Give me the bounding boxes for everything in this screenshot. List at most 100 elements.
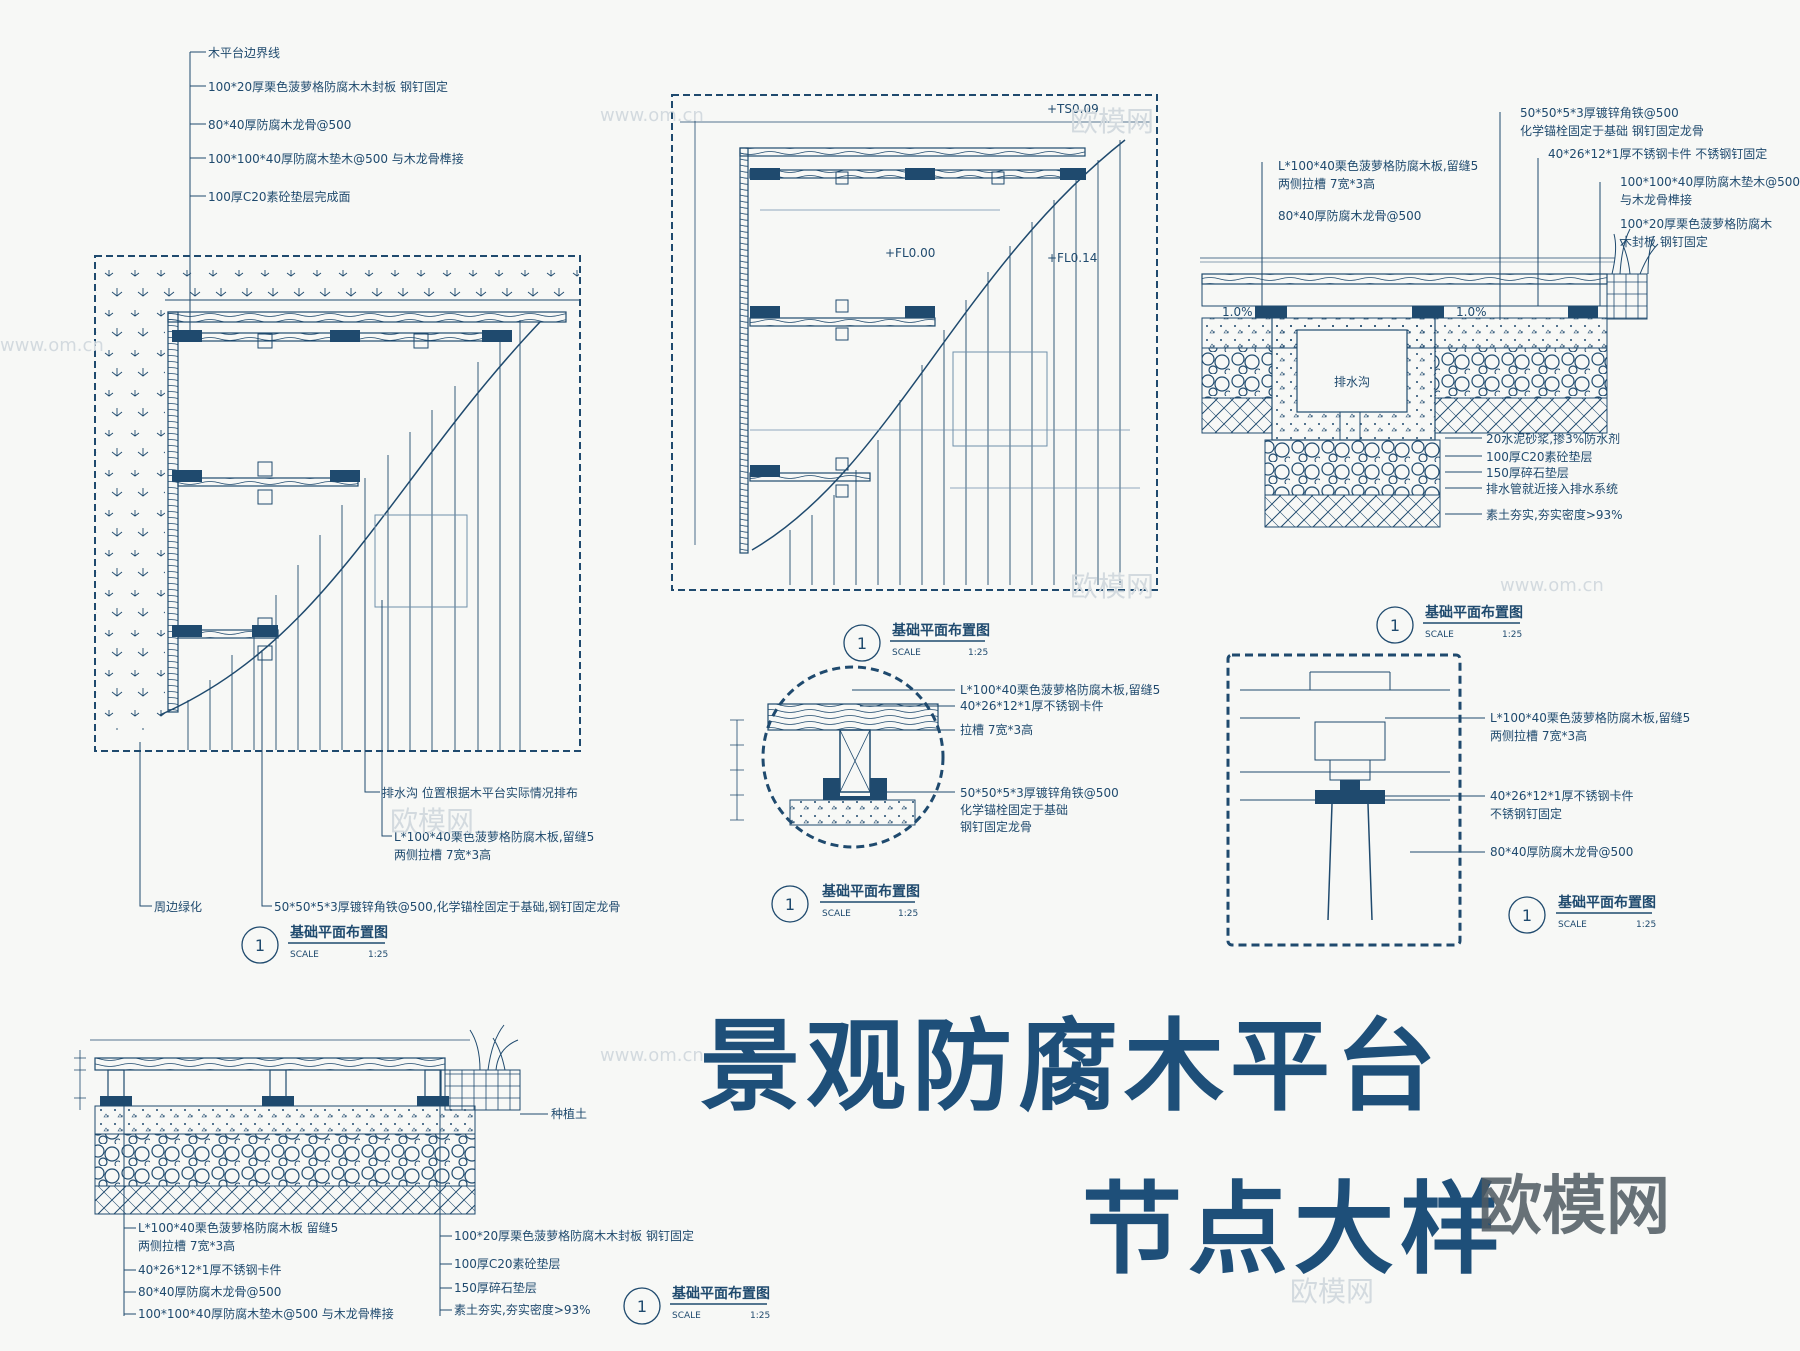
section-bottom-left-0: L*100*40栗色菠萝格防腐木板 留缝5 <box>138 1220 338 1235</box>
sheet-title-line1: 景观防腐木平台 <box>700 1008 1442 1125</box>
detail-circle-callout-2: 拉槽 7宽*3高 <box>960 722 1033 737</box>
section-right-callout-0: 50*50*5*3厚镀锌角铁@500 <box>1520 106 1679 120</box>
section-right-callout-7: 与木龙骨榫接 <box>1620 192 1692 207</box>
plan2-elevation-fl014: +FL0.14 <box>1047 251 1097 265</box>
detail-box-callout-1: 两侧拉槽 7宽*3高 <box>1490 728 1587 743</box>
section-right-callout-2: L*100*40栗色菠萝格防腐木板,留缝5 <box>1278 158 1478 173</box>
sheet-title-line2: 节点大样 <box>1082 1171 1506 1288</box>
detail-circle-caption-number: 1 <box>785 895 795 914</box>
section-bottom-left-1: 两侧拉槽 7宽*3高 <box>138 1238 235 1253</box>
detail-box-callout-3: 不锈钢钉固定 <box>1490 806 1562 821</box>
plan1-bottom-callout-1: L*100*40栗色菠萝格防腐木板,留缝5 <box>394 829 594 844</box>
section-bottom-caption-scale: 1:25 <box>750 1311 770 1321</box>
section-right-caption-scale: 1:25 <box>1502 630 1522 640</box>
section-bottom-right-1: 100厚C20素砼垫层 <box>454 1256 561 1271</box>
section-right-bottom-3: 排水管就近接入排水系统 <box>1486 481 1618 496</box>
detail-box-caption-name: 基础平面布置图 <box>1558 894 1656 911</box>
plan1-caption-scale-label: SCALE <box>290 950 319 960</box>
detail-box-caption-number: 1 <box>1522 906 1532 925</box>
section-bottom-caption-number: 1 <box>637 1297 647 1316</box>
detail-box-caption-scale-label: SCALE <box>1558 920 1587 930</box>
plan1-callouts: 木平台边界线 100*20厚栗色菠萝格防腐木木封板 钢钉固定 80*40厚防腐木… <box>154 45 620 914</box>
section-right-callout-8: 100*20厚栗色菠萝格防腐木 <box>1620 216 1772 231</box>
plan1-bottom-callout-2: 两侧拉槽 7宽*3高 <box>394 847 491 862</box>
section-right-drain-label: 排水沟 <box>1334 375 1370 389</box>
detail-circle-callouts: L*100*40栗色菠萝格防腐木板,留缝5 40*26*12*1厚不锈钢卡件 拉… <box>960 682 1160 834</box>
plan1-deck-boards <box>187 320 521 750</box>
plan1-joists <box>177 332 509 639</box>
section-right-bottom-2: 150厚碎石垫层 <box>1486 465 1569 480</box>
section-bottom-soil-label: 种植土 <box>551 1106 587 1121</box>
detail-circle-caption: 1 基础平面布置图 SCALE 1:25 <box>771 883 920 923</box>
section-right-slope-right: 1.0% <box>1456 305 1487 319</box>
detail-circle: L*100*40栗色菠萝格防腐木板,留缝5 40*26*12*1厚不锈钢卡件 拉… <box>730 665 1160 923</box>
detail-box-caption-scale: 1:25 <box>1636 920 1656 930</box>
detail-box-callout-4: 80*40厚防腐木龙骨@500 <box>1490 844 1633 859</box>
section-right-caption-name: 基础平面布置图 <box>1425 604 1523 621</box>
section-right-callout-1: 化学锚栓固定于基础 钢钉固定龙骨 <box>1520 123 1704 138</box>
plan-2: +TS0.09 +FL0.00 +FL0.14 1 基础平面布置图 SCALE … <box>671 94 1158 662</box>
detail-box-callout-0: L*100*40栗色菠萝格防腐木板,留缝5 <box>1490 710 1690 725</box>
plan1-callout-1: 100*20厚栗色菠萝格防腐木木封板 钢钉固定 <box>208 79 448 94</box>
plan1-bottom-callout-3: 周边绿化 <box>154 899 202 914</box>
plan2-caption-name: 基础平面布置图 <box>892 622 990 639</box>
section-bottom-right-0: 100*20厚栗色菠萝格防腐木木封板 钢钉固定 <box>454 1228 694 1243</box>
section-right-slope-left: 1.0% <box>1222 305 1253 319</box>
section-right-callout-6: 100*100*40厚防腐木垫木@500 <box>1620 174 1800 189</box>
section-right: 1.0% 1.0% 排水沟 50*50*5*3厚镀锌角铁@500 化学锚栓固定于… <box>1200 106 1800 644</box>
plan1-callout-2: 80*40厚防腐木龙骨@500 <box>208 117 351 132</box>
plan1-callout-4: 100厚C20素砼垫层完成面 <box>208 189 351 204</box>
section-bottom-left-4: 100*100*40厚防腐木垫木@500 与木龙骨榫接 <box>138 1306 394 1321</box>
section-right-caption-number: 1 <box>1390 616 1400 635</box>
section-right-callout-9: 木封板 钢钉固定 <box>1620 234 1708 249</box>
section-bottom-caption-scale-label: SCALE <box>672 1311 701 1321</box>
plan2-boundary <box>671 94 1158 591</box>
section-bottom-caption-name: 基础平面布置图 <box>672 1285 770 1302</box>
detail-circle-callout-5: 钢钉固定龙骨 <box>960 819 1032 834</box>
plan1-anchors <box>257 333 429 661</box>
plan2-caption-scale: 1:25 <box>968 648 988 658</box>
detail-circle-caption-scale-label: SCALE <box>822 909 851 919</box>
section-right-callout-3: 两侧拉槽 7宽*3高 <box>1278 176 1375 191</box>
section-right-caption: 1 基础平面布置图 SCALE 1:25 <box>1376 604 1523 644</box>
section-right-bottom-1: 100厚C20素砼垫层 <box>1486 449 1593 464</box>
plan-1: 木平台边界线 100*20厚栗色菠萝格防腐木木封板 钢钉固定 80*40厚防腐木… <box>94 45 620 964</box>
section-bottom: 种植土 L*100*40栗色菠萝格防腐木板 留缝5 两侧拉槽 7宽*3高 40*… <box>74 1024 770 1325</box>
section-bottom-right-3: 素土夯实,夯实密度>93% <box>454 1302 591 1317</box>
plan1-boundary <box>94 255 581 752</box>
detail-circle-callout-1: 40*26*12*1厚不锈钢卡件 <box>960 699 1103 713</box>
section-right-grass <box>1611 228 1659 275</box>
plan2-caption: 1 基础平面布置图 SCALE 1:25 <box>843 622 990 662</box>
section-bottom-right-2: 150厚碎石垫层 <box>454 1280 537 1295</box>
plan1-green-belt <box>96 257 579 730</box>
plan2-caption-number: 1 <box>857 634 867 653</box>
plan1-caption: 1 基础平面布置图 SCALE 1:25 <box>241 924 388 964</box>
detail-circle-caption-name: 基础平面布置图 <box>822 883 920 900</box>
plan1-cutaway-curve <box>159 321 541 716</box>
section-bottom-caption: 1 基础平面布置图 SCALE 1:25 <box>623 1285 770 1325</box>
plan1-callout-0: 木平台边界线 <box>208 45 280 60</box>
plan1-bottom-callout-4: 50*50*5*3厚镀锌角铁@500,化学锚栓固定于基础,钢钉固定龙骨 <box>274 899 620 914</box>
detail-box-caption: 1 基础平面布置图 SCALE 1:25 <box>1508 894 1656 934</box>
plan1-caption-name: 基础平面布置图 <box>290 924 388 941</box>
section-bottom-left-3: 80*40厚防腐木龙骨@500 <box>138 1284 281 1299</box>
section-bottom-left-2: 40*26*12*1厚不锈钢卡件 <box>138 1263 281 1277</box>
section-right-bottom-0: 20水泥砂浆,掺3%防水剂 <box>1486 431 1620 446</box>
plan2-sleepers <box>750 168 1086 477</box>
plan2-elevation-fl000: +FL0.00 <box>885 246 935 260</box>
detail-circle-callout-3: 50*50*5*3厚镀锌角铁@500 <box>960 786 1119 800</box>
plan2-elevations: +TS0.09 +FL0.00 +FL0.14 <box>885 102 1099 265</box>
detail-circle-callout-4: 化学锚栓固定于基础 <box>960 802 1068 817</box>
detail-box: L*100*40栗色菠萝格防腐木板,留缝5 两侧拉槽 7宽*3高 40*26*1… <box>1226 653 1690 947</box>
plan1-callout-3: 100*100*40厚防腐木垫木@500 与木龙骨榫接 <box>208 151 464 166</box>
plan2-caption-scale-label: SCALE <box>892 648 921 658</box>
detail-circle-callout-0: L*100*40栗色菠萝格防腐木板,留缝5 <box>960 682 1160 697</box>
detail-box-callout-2: 40*26*12*1厚不锈钢卡件 <box>1490 789 1633 803</box>
detail-box-callouts: L*100*40栗色菠萝格防腐木板,留缝5 两侧拉槽 7宽*3高 40*26*1… <box>1490 710 1690 859</box>
section-bottom-callouts-left: L*100*40栗色菠萝格防腐木板 留缝5 两侧拉槽 7宽*3高 40*26*1… <box>138 1220 394 1321</box>
plan1-caption-number: 1 <box>255 936 265 955</box>
section-bottom-callouts-right: 100*20厚栗色菠萝格防腐木木封板 钢钉固定 100厚C20素砼垫层 150厚… <box>454 1228 694 1317</box>
plan1-bottom-callout-0: 排水沟 位置根据木平台实际情况排布 <box>382 785 578 800</box>
